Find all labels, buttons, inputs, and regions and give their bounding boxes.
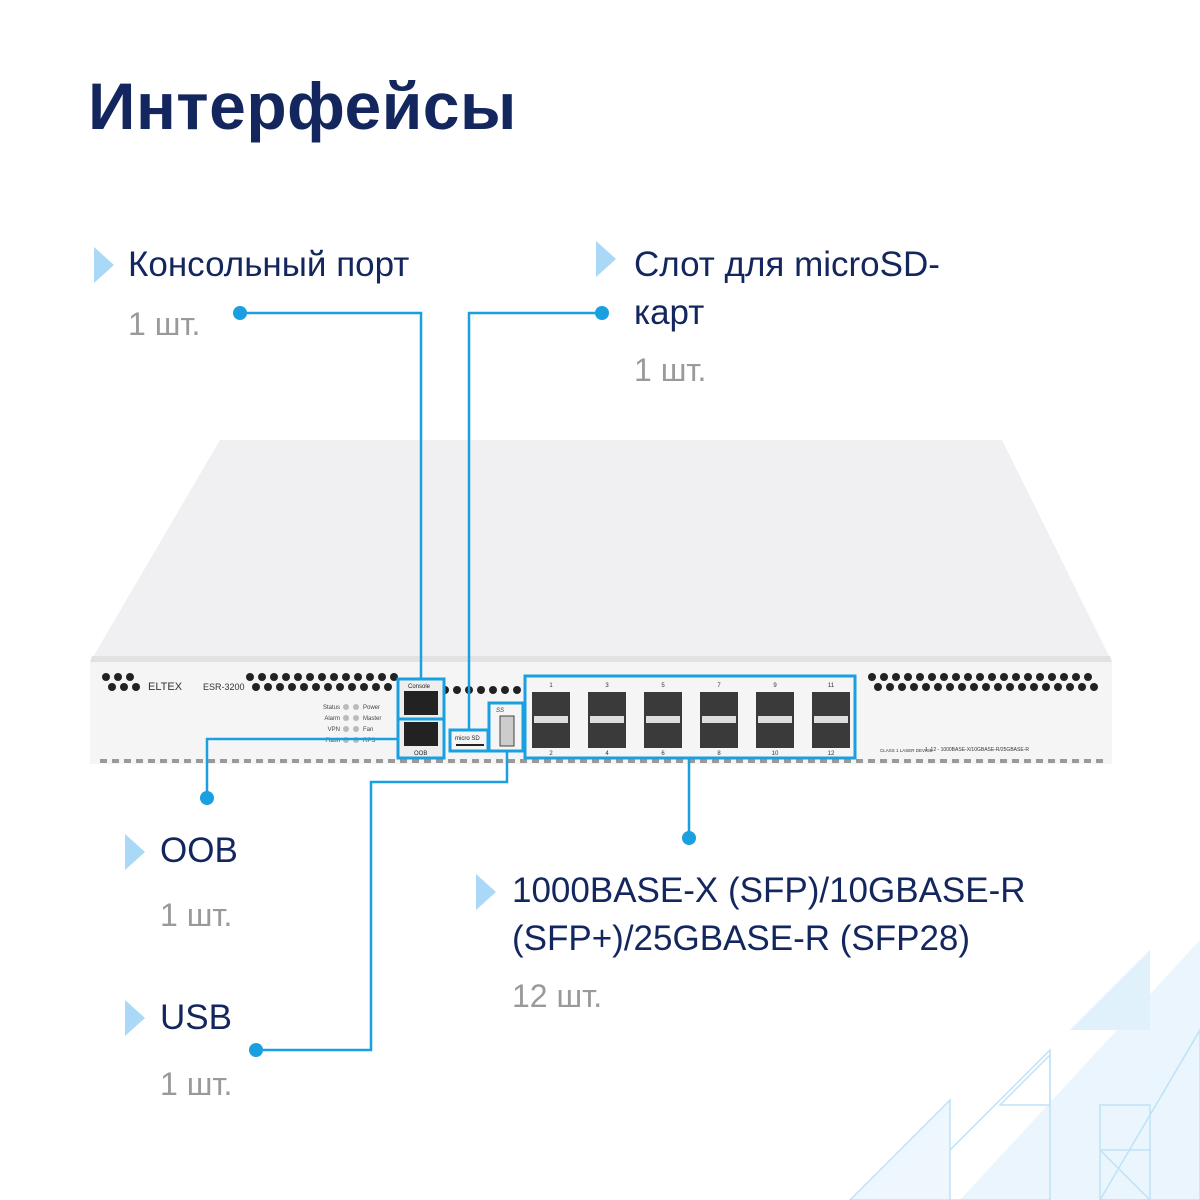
microsd-slot[interactable] xyxy=(456,744,484,746)
decorative-triangles xyxy=(848,940,1200,1200)
sfp-port-number: 4 xyxy=(605,751,609,757)
led-label: Fan xyxy=(363,727,373,733)
microsd-label-line2: карт xyxy=(634,293,705,332)
sfp-port-number: 1 xyxy=(549,683,553,689)
page-title: Интерфейсы xyxy=(88,69,517,143)
oob-port[interactable] xyxy=(404,722,438,746)
usb-callout-label: USB xyxy=(160,998,232,1037)
usb-port[interactable] xyxy=(499,715,515,747)
sfp-port-number: 7 xyxy=(717,683,721,689)
sfp-count: 12 шт. xyxy=(512,978,603,1014)
sfp-port-number: 9 xyxy=(773,683,777,689)
oob-count: 1 шт. xyxy=(160,897,233,933)
sfp-port-number: 11 xyxy=(828,683,835,689)
led-label: Status xyxy=(323,705,340,711)
callout-lines xyxy=(205,311,691,1052)
marker-icon xyxy=(125,834,145,870)
oob-callout-label: OOB xyxy=(160,831,238,870)
led-label: Master xyxy=(363,716,381,722)
led-label: RPS xyxy=(363,738,375,744)
sfp-label-line1: 1000BASE-X (SFP)/10GBASE-R xyxy=(512,871,1026,910)
port-note: 1..12 - 1000BASE-X/10GBASE-R/25GBASE-R xyxy=(925,747,1029,753)
console-port[interactable] xyxy=(404,691,438,715)
sfp-port-number: 5 xyxy=(661,683,665,689)
console-port-label: Консольный порт xyxy=(128,245,410,284)
led-label: VPN xyxy=(328,727,340,733)
sfp-port-number: 6 xyxy=(661,751,665,757)
microsd-label: micro SD xyxy=(455,736,480,742)
sfp-port-number: 10 xyxy=(772,751,779,757)
led-label: Power xyxy=(363,705,380,711)
sfp-port-number: 2 xyxy=(549,751,553,757)
sfp-label-line2: (SFP+)/25GBASE-R (SFP28) xyxy=(512,919,971,958)
marker-icon xyxy=(125,1000,145,1036)
device-top xyxy=(90,440,1112,662)
usb-count: 1 шт. xyxy=(160,1066,233,1102)
console-port-count: 1 шт. xyxy=(128,306,201,342)
sfp-port-number: 8 xyxy=(717,751,721,757)
marker-icon xyxy=(94,247,114,283)
marker-icon xyxy=(476,874,496,910)
oob-label: OOB xyxy=(414,751,427,757)
device-brand: ELTEX xyxy=(148,681,183,693)
sfp-port-number: 12 xyxy=(828,751,835,757)
microsd-label-line1: Слот для microSD- xyxy=(634,245,940,284)
marker-icon xyxy=(596,241,616,277)
device-model: ESR-3200 xyxy=(203,682,245,692)
console-label: Console xyxy=(408,684,431,690)
callout-dots xyxy=(200,306,696,1057)
usb-label: SS xyxy=(496,708,504,714)
laser-label: CLASS 1 LASER DEVICE xyxy=(880,748,933,753)
sfp-port-number: 3 xyxy=(605,683,609,689)
led-label: Alarm xyxy=(324,716,340,722)
microsd-count: 1 шт. xyxy=(634,352,707,388)
led-label: Flash xyxy=(325,738,340,744)
